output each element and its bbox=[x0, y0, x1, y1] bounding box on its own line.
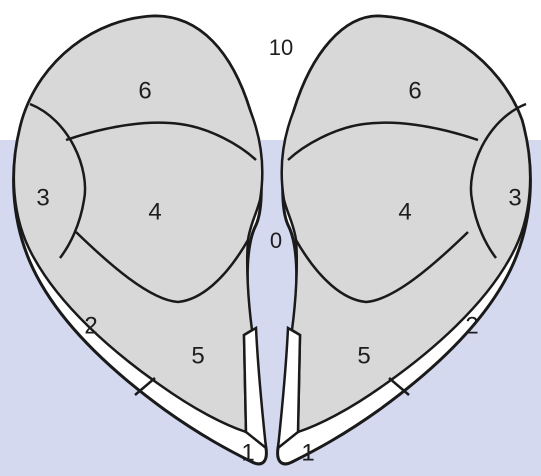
left-label-3: 3 bbox=[36, 184, 49, 211]
right-label-3: 3 bbox=[508, 184, 521, 211]
scale-bottom-label: 0 bbox=[270, 228, 282, 253]
left-label-2: 2 bbox=[84, 312, 97, 339]
right-label-5: 5 bbox=[357, 342, 370, 369]
left-label-4: 4 bbox=[148, 198, 161, 225]
right-label-4: 4 bbox=[398, 198, 411, 225]
right-label-1: 1 bbox=[301, 439, 314, 466]
left-label-5: 5 bbox=[191, 342, 204, 369]
scale-top-label: 10 bbox=[269, 35, 293, 60]
right-label-2: 2 bbox=[465, 312, 478, 339]
left-label-6: 6 bbox=[138, 77, 151, 104]
right-label-6: 6 bbox=[408, 77, 421, 104]
left-label-1: 1 bbox=[241, 439, 254, 466]
